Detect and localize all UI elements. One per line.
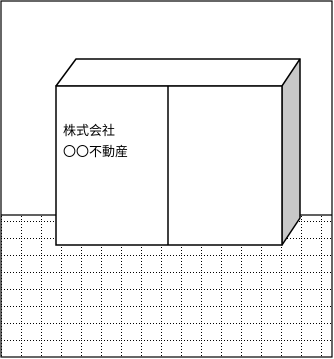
storage-cabinet: 株式会社 〇〇不動産 — [55, 58, 301, 246]
company-label-line2: 〇〇不動産 — [63, 144, 128, 160]
cabinet-side — [281, 58, 301, 246]
cabinet-front — [55, 85, 283, 246]
company-label-line1: 株式会社 — [63, 123, 115, 139]
cabinet-top — [55, 58, 301, 87]
